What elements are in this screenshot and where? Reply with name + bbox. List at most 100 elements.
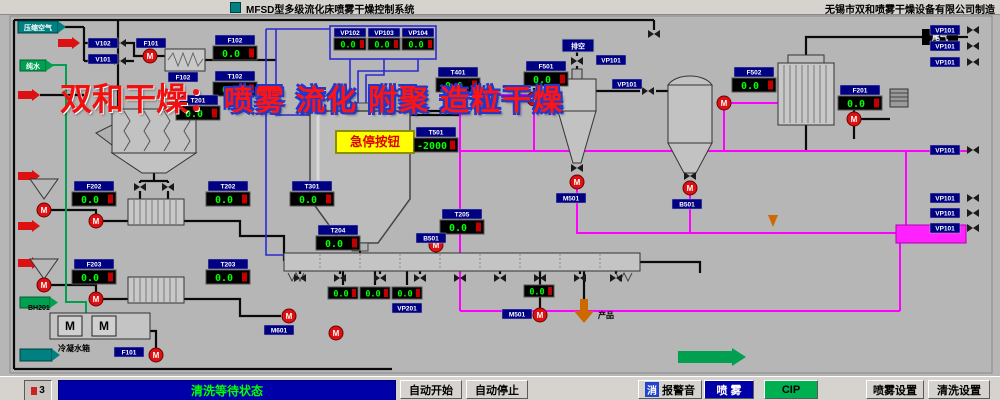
pump-icon[interactable] — [716, 95, 732, 111]
svg-text:F202: F202 — [87, 184, 102, 191]
tag-F101: F101 — [135, 37, 167, 49]
fluid-bed — [283, 252, 641, 283]
valve-icon[interactable] — [374, 274, 386, 282]
svg-text:T201: T201 — [191, 98, 206, 105]
svg-text:0.0: 0.0 — [185, 109, 203, 120]
svg-text:0.0: 0.0 — [299, 195, 317, 206]
valve-icon[interactable] — [648, 30, 660, 38]
valve-icon[interactable] — [967, 42, 979, 50]
pump-icon[interactable] — [281, 308, 297, 324]
emergency-stop-button[interactable]: 急停按钮 — [335, 130, 415, 154]
valve-icon[interactable] — [967, 146, 979, 154]
valve-icon[interactable] — [571, 164, 583, 172]
svg-text:F201: F201 — [853, 88, 868, 95]
svg-text:V101: V101 — [95, 57, 111, 64]
clean-settings-label: 清洗设置 — [937, 384, 981, 397]
svg-text:VP101: VP101 — [935, 148, 955, 155]
display-T102: T102 0.0 — [212, 70, 258, 97]
display-T204: T204 0.0 — [315, 224, 361, 251]
cip-button[interactable]: CIP — [764, 380, 818, 399]
valve-icon[interactable] — [967, 209, 979, 217]
display-F502: F502 0.0 — [731, 66, 777, 93]
svg-text:0.0: 0.0 — [397, 290, 412, 300]
svg-text:0.0: 0.0 — [215, 195, 233, 206]
svg-text:VP101: VP101 — [935, 44, 955, 51]
feed-hopper — [29, 178, 59, 200]
diagram-frame — [9, 15, 993, 374]
svg-text:VP201: VP201 — [397, 306, 417, 313]
status-message: 清洗等待状态 — [58, 380, 396, 400]
page-title: MFSD型多级流化床喷雾干燥控制系统 — [246, 5, 415, 16]
valve-icon[interactable] — [494, 274, 506, 282]
display-T201: T201 0.0 — [175, 94, 221, 121]
valve-icon[interactable] — [967, 26, 979, 34]
cooling-water-port — [19, 348, 60, 362]
svg-text:VP101: VP101 — [617, 82, 637, 89]
bag-filter — [95, 108, 198, 174]
tag-VP201: VP201 — [391, 302, 423, 314]
pump-icon[interactable] — [142, 48, 158, 64]
pump-icon[interactable] — [682, 180, 698, 196]
svg-text:0.0: 0.0 — [529, 288, 544, 298]
title-bar: MFSD型多级流化床喷雾干燥控制系统 无锡市双和喷雾干燥设备有限公司制造 — [0, 0, 1000, 16]
pump-icon[interactable] — [532, 307, 548, 323]
emergency-stop-label: 急停按钮 — [350, 134, 401, 149]
svg-text:VP103: VP103 — [374, 30, 394, 37]
spray-settings-button[interactable]: 喷雾设置 — [866, 380, 924, 399]
heat-exchanger — [127, 198, 185, 226]
pump-icon[interactable] — [328, 325, 344, 341]
svg-text:0.0: 0.0 — [81, 273, 99, 284]
svg-text:0.0: 0.0 — [847, 99, 865, 110]
tag-M501: M501 — [555, 192, 587, 204]
tag-V102: V102 — [87, 37, 119, 49]
auto-start-button[interactable]: 自动开始 — [400, 380, 462, 399]
valve-icon[interactable] — [967, 194, 979, 202]
pump-icon[interactable] — [36, 277, 52, 293]
valve-icon[interactable] — [134, 183, 146, 191]
tag-VP101: VP101 — [929, 56, 961, 68]
valve-icon[interactable] — [642, 87, 654, 95]
display-F501: F501 0.0 — [523, 60, 569, 87]
clean-settings-button[interactable]: 清洗设置 — [928, 380, 990, 399]
condensate-tank: M M BH201 冷凝水箱 — [28, 305, 151, 353]
pump-icon[interactable] — [88, 291, 104, 307]
tag-V101: V101 — [87, 53, 119, 65]
pump-icon[interactable] — [88, 213, 104, 229]
page-indicator[interactable]: 3 — [24, 380, 52, 400]
spray-label: 喷 雾 — [716, 384, 742, 397]
display-T401: T401 0.0 — [435, 66, 481, 93]
pump-icon[interactable] — [526, 91, 542, 107]
auto-stop-label: 自动停止 — [475, 384, 519, 397]
svg-text:0.0: 0.0 — [374, 41, 389, 51]
valve-icon[interactable] — [334, 274, 346, 282]
svg-text:0.0: 0.0 — [81, 195, 99, 206]
svg-text:F101: F101 — [122, 350, 137, 357]
svg-text:M501: M501 — [509, 312, 526, 319]
svg-text:0.0: 0.0 — [325, 239, 343, 250]
diagram-area: M — [0, 15, 1000, 376]
spray-settings-label: 喷雾设置 — [873, 384, 917, 397]
spray-button[interactable]: 喷 雾 — [704, 380, 754, 399]
svg-text:F101: F101 — [144, 41, 159, 48]
silencer-grille — [889, 88, 909, 108]
mute-alarm-button[interactable]: 消 报警音 — [638, 380, 702, 399]
pump-icon[interactable] — [846, 111, 862, 127]
svg-text:T204: T204 — [331, 228, 346, 235]
valve-icon[interactable] — [967, 224, 979, 232]
valve-icon[interactable] — [414, 274, 426, 282]
valve-icon[interactable] — [162, 183, 174, 191]
valve-icon[interactable] — [574, 274, 586, 282]
pump-icon[interactable] — [148, 347, 164, 363]
display-T205: T205 0.0 — [439, 208, 485, 235]
valve-icon[interactable] — [571, 57, 583, 65]
valve-icon[interactable] — [610, 274, 622, 282]
valve-icon[interactable] — [967, 58, 979, 66]
auto-stop-button[interactable]: 自动停止 — [466, 380, 528, 399]
display-VP102: VP102 0.0 — [333, 27, 367, 51]
pump-icon[interactable] — [569, 174, 585, 190]
vent-outlet: 排空 — [561, 38, 595, 53]
display-bed-3: 0.0 — [391, 286, 423, 300]
pump-icon[interactable] — [36, 202, 52, 218]
display-F202: F202 0.0 — [71, 180, 117, 207]
svg-text:T501: T501 — [429, 130, 444, 137]
